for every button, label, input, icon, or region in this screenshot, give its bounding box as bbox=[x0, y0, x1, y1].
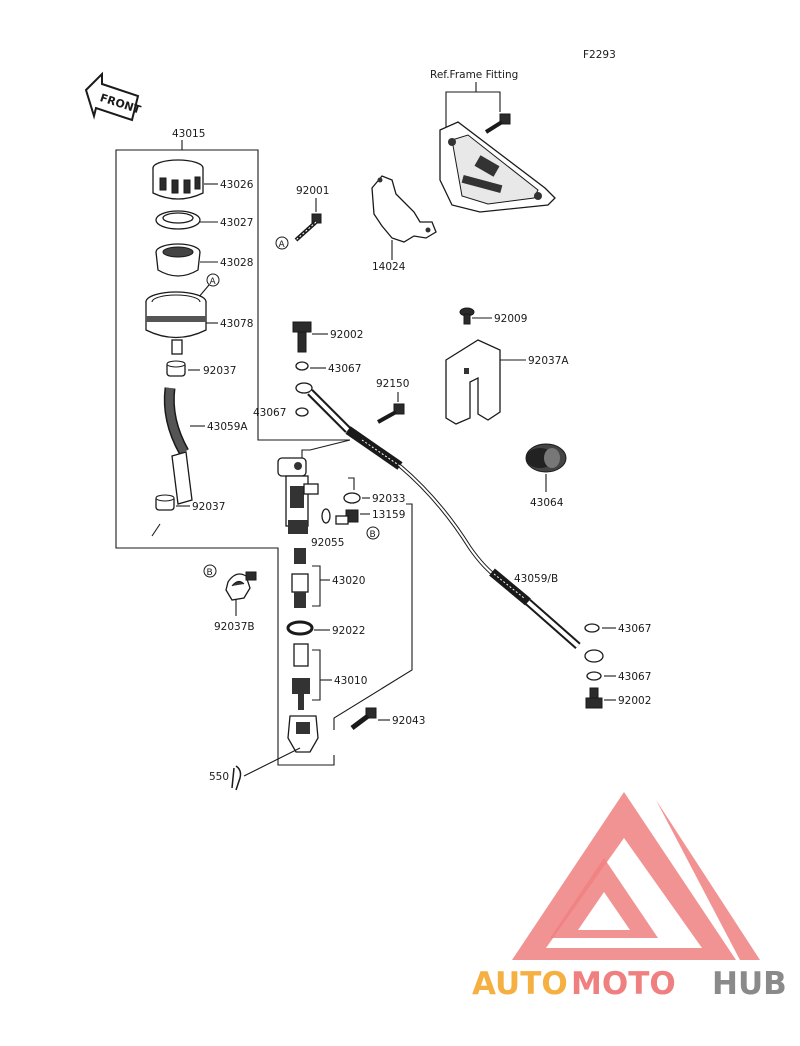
marker-b-clamp: B bbox=[203, 564, 217, 578]
label-92037b: 92037B bbox=[214, 621, 255, 633]
screw-92009 bbox=[459, 307, 475, 325]
cotter-pin-550 bbox=[231, 765, 242, 791]
label-43010: 43010 bbox=[334, 675, 367, 687]
hose-clamp-bottom bbox=[155, 494, 175, 511]
label-43015: 43015 bbox=[172, 128, 205, 140]
marker-a-reservoir: A bbox=[197, 273, 220, 299]
label-43067-d: 43067 bbox=[618, 671, 651, 683]
svg-text:MOTO: MOTO bbox=[571, 966, 676, 1002]
reservoir-hose bbox=[163, 387, 193, 505]
bolt-92150 bbox=[377, 403, 405, 424]
ref-frame-label: Ref.Frame Fitting bbox=[430, 69, 518, 81]
label-92037a: 92037A bbox=[528, 355, 569, 367]
marker-a-bolt: A bbox=[275, 236, 289, 250]
label-92037-bottom: 92037 bbox=[192, 501, 225, 513]
washer-43067-a bbox=[295, 361, 309, 371]
diaphragm bbox=[155, 243, 201, 277]
svg-text:HUB: HUB bbox=[712, 966, 787, 1002]
figure-code: F2293 bbox=[583, 49, 616, 61]
svg-text:B: B bbox=[207, 568, 213, 578]
label-43028: 43028 bbox=[220, 257, 253, 269]
label-43020: 43020 bbox=[332, 575, 365, 587]
pin-92043 bbox=[350, 707, 377, 730]
washer-43067-b bbox=[295, 407, 309, 417]
label-43067-a: 43067 bbox=[328, 363, 361, 375]
bracket-92037a bbox=[445, 339, 501, 425]
label-43078: 43078 bbox=[220, 318, 253, 330]
hose-clamp-top bbox=[166, 360, 186, 377]
label-43059b: 43059/B bbox=[514, 573, 558, 585]
label-92150: 92150 bbox=[376, 378, 409, 390]
clamp-92037b bbox=[225, 571, 257, 601]
brake-hose bbox=[295, 382, 604, 663]
ring-92022 bbox=[286, 620, 314, 636]
diaphragm-plate bbox=[155, 210, 201, 230]
bolt-92001 bbox=[294, 213, 322, 242]
label-92002-bottom: 92002 bbox=[618, 695, 651, 707]
label-14024: 14024 bbox=[372, 261, 406, 273]
label-43064: 43064 bbox=[530, 497, 564, 509]
label-43027: 43027 bbox=[220, 217, 253, 229]
washer-92033 bbox=[343, 492, 361, 504]
bolt-frame bbox=[484, 113, 511, 134]
label-92055: 92055 bbox=[311, 537, 344, 549]
reservoir-body bbox=[145, 291, 207, 355]
front-arrow-icon: FRONT bbox=[84, 71, 143, 122]
master-cylinder bbox=[277, 457, 319, 534]
svg-text:B: B bbox=[370, 530, 376, 540]
oring-92055 bbox=[321, 508, 331, 524]
washer-43067-c bbox=[584, 623, 600, 633]
frame-fitting bbox=[439, 121, 556, 213]
bracket-14024 bbox=[371, 175, 437, 243]
label-43059a: 43059A bbox=[207, 421, 248, 433]
label-13159: 13159 bbox=[372, 509, 405, 521]
bolt-92002-top bbox=[292, 321, 312, 353]
label-43067-c: 43067 bbox=[618, 623, 651, 635]
label-92043: 92043 bbox=[392, 715, 425, 727]
label-92033: 92033 bbox=[372, 493, 405, 505]
label-92022: 92022 bbox=[332, 625, 365, 637]
automotohub-logo: AUTO MOTO HUB bbox=[472, 792, 787, 1002]
label-92002-top: 92002 bbox=[330, 329, 363, 341]
label-92001: 92001 bbox=[296, 185, 329, 197]
piston-set-43020 bbox=[291, 548, 309, 608]
label-550: 550 bbox=[209, 771, 229, 783]
washer-43067-d bbox=[586, 671, 602, 681]
reservoir-cap bbox=[152, 159, 204, 200]
svg-text:A: A bbox=[210, 277, 217, 287]
label-43067-b: 43067 bbox=[253, 407, 286, 419]
grommet-43064 bbox=[525, 443, 567, 473]
marker-b-fitting: B bbox=[366, 526, 380, 540]
push-rod-43010 bbox=[287, 643, 319, 753]
svg-text:AUTO: AUTO bbox=[472, 966, 568, 1002]
label-43026: 43026 bbox=[220, 179, 254, 191]
bolt-92002-bottom bbox=[585, 687, 603, 709]
bracket-43015 bbox=[115, 140, 350, 766]
fitting-13159 bbox=[335, 509, 359, 525]
svg-text:A: A bbox=[279, 240, 286, 250]
label-92037-top: 92037 bbox=[203, 365, 236, 377]
label-92009: 92009 bbox=[494, 313, 527, 325]
